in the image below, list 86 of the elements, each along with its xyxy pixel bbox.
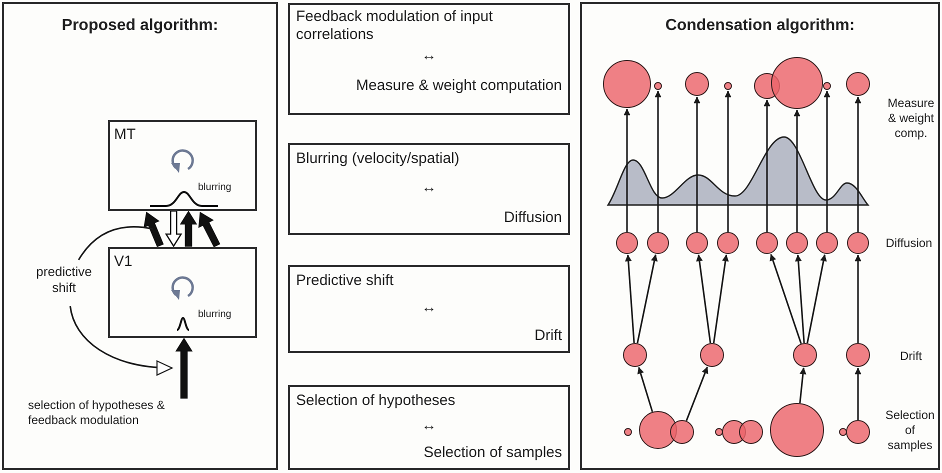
particle-circle — [647, 232, 669, 254]
arrow — [806, 254, 827, 344]
particle-circle — [715, 428, 723, 436]
annotation-text: predictive shift — [35, 264, 93, 296]
arrow — [654, 90, 662, 232]
particle-circle — [685, 72, 709, 96]
particle-circle — [846, 72, 870, 96]
area-box — [108, 247, 257, 338]
step-text: Drift — [534, 327, 562, 345]
particle-circle — [616, 232, 638, 254]
step-text: Measure & weight computation — [355, 77, 562, 95]
particle-circle — [839, 428, 847, 436]
arrow — [696, 254, 712, 344]
particle-circle — [793, 343, 817, 367]
particle-circle — [823, 82, 831, 90]
arrow — [724, 90, 732, 232]
arrow — [637, 367, 654, 412]
particle-circle — [756, 232, 778, 254]
step-text: Blurring (velocity/spatial) — [296, 150, 460, 168]
particle-circle — [724, 82, 732, 90]
arrow — [854, 96, 862, 232]
connector-line — [78, 226, 154, 260]
arrow — [794, 110, 800, 232]
arrow — [164, 210, 182, 248]
step-text: Feedback modulation of input correlations — [296, 8, 494, 44]
equivalence-symbol: ↔ — [420, 299, 438, 317]
particle-circle — [700, 343, 724, 367]
particle-circle — [623, 343, 647, 367]
step-text: Diffusion — [502, 209, 562, 227]
particle-circle — [816, 232, 838, 254]
arrow — [175, 338, 193, 399]
arrow — [636, 254, 658, 344]
mapping-box — [288, 3, 570, 115]
panel — [2, 2, 278, 470]
panel — [580, 2, 940, 470]
arrow — [624, 108, 630, 232]
row-label: Measure & weight comp. — [886, 96, 936, 141]
equivalence-symbol: ↔ — [420, 417, 438, 435]
arrow — [625, 254, 635, 344]
arrow — [854, 368, 862, 420]
row-label: Drift — [899, 349, 923, 364]
process-label: blurring — [198, 182, 232, 194]
arrow — [795, 254, 805, 344]
arrow — [712, 254, 729, 344]
area-label: V1 — [114, 253, 134, 271]
row-label: Diffusion — [884, 236, 934, 251]
arrow — [824, 90, 830, 232]
arrow — [686, 366, 708, 422]
particle-circle — [654, 82, 662, 90]
arrow — [198, 212, 220, 248]
particle-circle — [717, 232, 739, 254]
particle-circle — [670, 420, 694, 444]
mapping-box — [288, 385, 570, 470]
arrow — [854, 254, 862, 343]
arrow — [69, 306, 173, 376]
particle-circle — [624, 428, 632, 436]
equivalence-symbol: ↔ — [420, 179, 438, 197]
area-box — [108, 120, 257, 211]
annotation-text: selection of hypotheses & feedback modulation — [28, 398, 166, 428]
step-text: Selection of hypotheses — [296, 392, 456, 410]
particle-circle — [770, 403, 824, 457]
arrow — [144, 212, 164, 248]
particle-circle — [786, 232, 808, 254]
particle-circle — [847, 232, 869, 254]
arrow — [764, 100, 770, 232]
panel-title: Proposed algorithm: — [60, 16, 220, 36]
particle-circle — [639, 411, 677, 449]
mapping-box — [288, 143, 570, 235]
panel-title: Condensation algorithm: — [664, 16, 856, 36]
arrow — [180, 210, 198, 247]
particle-circle — [846, 420, 870, 444]
particle-circle — [686, 232, 708, 254]
step-text: Selection of samples — [422, 444, 562, 462]
particle-circle — [603, 60, 651, 108]
step-text: Predictive shift — [296, 272, 395, 290]
particle-circle — [739, 420, 763, 444]
arrow — [694, 96, 700, 232]
particle-circle — [771, 57, 823, 109]
equivalence-symbol: ↔ — [420, 47, 438, 65]
arrow — [770, 254, 802, 344]
arrow — [799, 368, 806, 404]
process-label: blurring — [198, 309, 232, 321]
mapping-box — [288, 265, 570, 353]
row-label: Selection of samples — [884, 408, 936, 453]
particle-circle — [846, 343, 870, 367]
area-label: MT — [114, 126, 137, 144]
